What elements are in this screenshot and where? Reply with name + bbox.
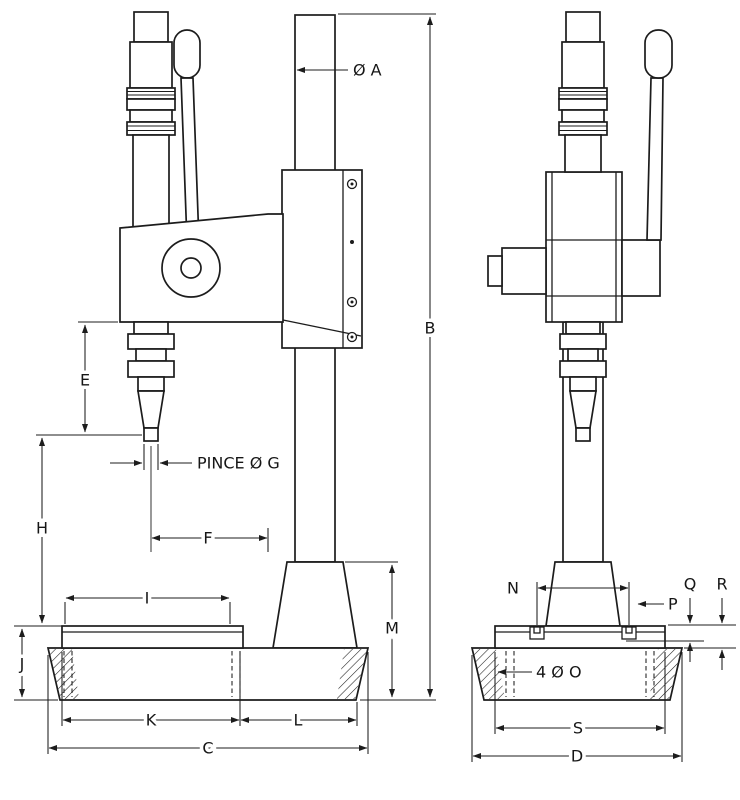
lever-knob: [644, 29, 673, 79]
base-hatch-right: [337, 649, 367, 699]
dim-label-l: L: [294, 711, 303, 730]
dim-label-h: H: [36, 519, 48, 538]
collet-taper: [137, 390, 165, 429]
hub-center-circle: [180, 257, 202, 279]
machine-base: [46, 647, 370, 701]
column-foot: [545, 561, 621, 627]
dim-label-k: K: [146, 711, 157, 730]
dim-label-b: B: [425, 319, 436, 338]
dim-label-n: N: [507, 579, 519, 598]
dim-label-dia-a: Ø A: [353, 61, 382, 80]
label-pince-g: PINCE Ø G: [197, 454, 280, 473]
head-body: [545, 171, 623, 323]
dimensions-left-view: Ø A B E H J PINCE Ø G F I: [14, 13, 439, 761]
hand-lever: [646, 77, 664, 241]
column-foot: [272, 561, 358, 649]
dim-label-f: F: [203, 529, 212, 548]
dim-label-m: M: [385, 619, 399, 638]
ram-nose: [127, 321, 175, 442]
hand-lever: [180, 77, 200, 243]
t-slots: [529, 626, 637, 640]
work-table: [494, 625, 666, 649]
work-table: [61, 625, 244, 649]
dim-label-r: R: [716, 575, 727, 594]
collet-tip: [143, 427, 159, 442]
pinion-shaft-end: [487, 255, 503, 287]
lever-knob: [173, 29, 201, 79]
dim-label-c: C: [202, 739, 213, 758]
dimensions-right-view: N P Q R 4 Ø O S D: [471, 571, 736, 769]
label-holes-4-o: 4 Ø O: [536, 663, 582, 682]
base-hatch-left: [472, 649, 505, 699]
clamp-chamfer-line: [282, 319, 362, 337]
lever-hub: [621, 239, 661, 297]
right-view-press: [470, 11, 684, 701]
dim-label-d: D: [571, 747, 583, 766]
collet-tip: [575, 427, 591, 442]
spindle-stack: [558, 11, 608, 173]
left-view-press: [46, 11, 370, 701]
pinion-boss: [501, 247, 547, 295]
dim-label-q: Q: [684, 575, 697, 594]
dim-label-s: S: [573, 719, 583, 738]
clamp-screws: [346, 178, 358, 343]
ram-nose: [559, 321, 607, 442]
dim-label-p: P: [668, 595, 678, 614]
dim-label-j: J: [19, 655, 25, 674]
dim-label-i: I: [145, 589, 150, 608]
column-clamp: [281, 169, 363, 349]
dim-label-e: E: [80, 371, 90, 390]
spindle-stack: [126, 11, 176, 229]
